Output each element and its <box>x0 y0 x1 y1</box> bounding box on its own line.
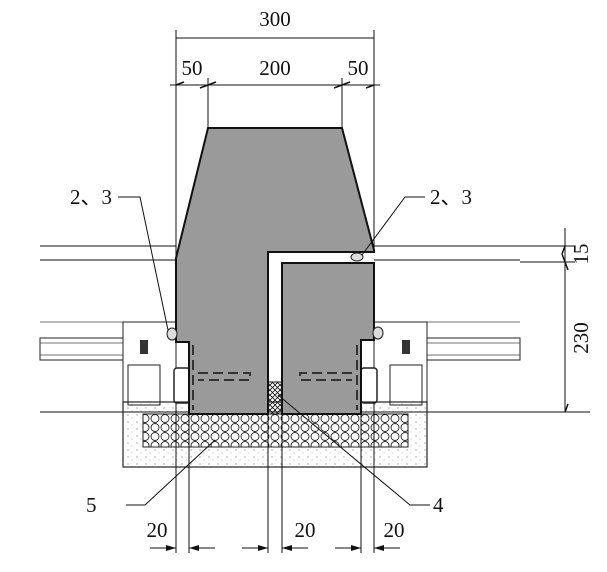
right-concrete-block <box>281 262 375 415</box>
callout-insulation: 5 <box>86 493 97 517</box>
left-seal-icon <box>166 327 178 341</box>
dim-right-offset: 50 <box>348 56 369 80</box>
callout-left-seal: 2、3 <box>70 185 112 209</box>
dim-overall-width: 300 <box>259 7 291 31</box>
right-dimensions <box>520 228 575 413</box>
right-seal-icon <box>372 326 384 340</box>
dim-left-offset: 50 <box>182 56 203 80</box>
callout-joint-filler: 4 <box>433 493 444 517</box>
callout-leaders <box>118 196 430 506</box>
dim-center-width: 200 <box>259 56 291 80</box>
dim-top-height: 15 <box>569 244 593 265</box>
dim-side-height: 230 <box>569 322 593 354</box>
insulation-pattern <box>143 414 408 447</box>
callout-right-seal: 2、3 <box>430 185 472 209</box>
dim-bottom-center-gap: 20 <box>295 518 316 542</box>
bottom-dimensions <box>150 402 400 553</box>
joint-filler <box>267 381 283 415</box>
dim-bottom-left-gap: 20 <box>147 518 168 542</box>
anchor-bars <box>192 345 358 410</box>
top-seal-icon <box>350 252 364 262</box>
right-window-frame <box>360 321 521 406</box>
dim-bottom-right-gap: 20 <box>384 518 405 542</box>
top-dimensions <box>170 30 380 260</box>
left-window-frame <box>39 321 191 406</box>
